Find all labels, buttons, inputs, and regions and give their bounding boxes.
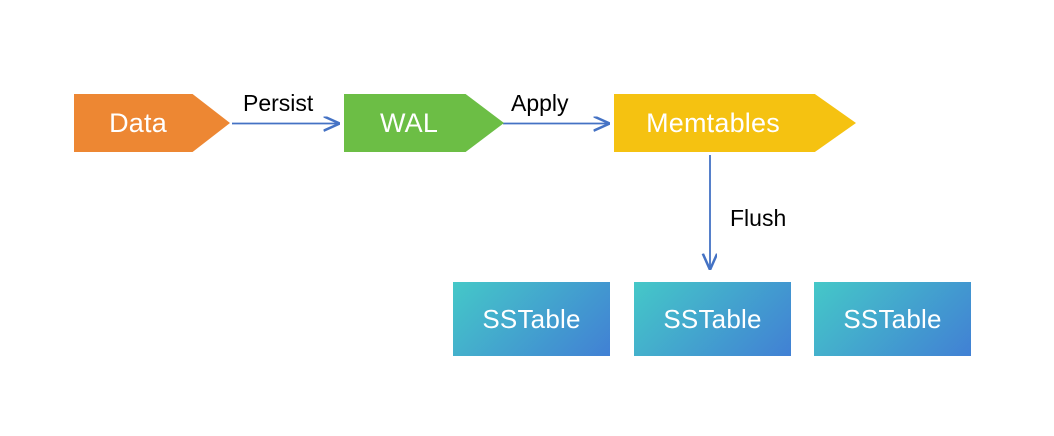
node-wal[interactable]: WAL <box>344 94 504 152</box>
node-sstable-3[interactable]: SSTable <box>814 282 971 356</box>
edge-label-flush: Flush <box>730 205 787 231</box>
node-sstable-1-label: SSTable <box>482 304 581 334</box>
node-memtables[interactable]: Memtables <box>614 94 856 152</box>
node-memtables-label: Memtables <box>646 107 780 138</box>
node-sstable-2[interactable]: SSTable <box>634 282 791 356</box>
node-sstable-2-label: SSTable <box>663 304 762 334</box>
node-wal-label: WAL <box>379 107 439 138</box>
node-data[interactable]: Data <box>74 94 230 152</box>
node-data-label: Data <box>109 107 167 138</box>
edge-label-apply: Apply <box>511 90 569 116</box>
edge-label-persist: Persist <box>243 90 314 116</box>
node-sstable-1[interactable]: SSTable <box>453 282 610 356</box>
node-sstable-3-label: SSTable <box>843 304 942 334</box>
